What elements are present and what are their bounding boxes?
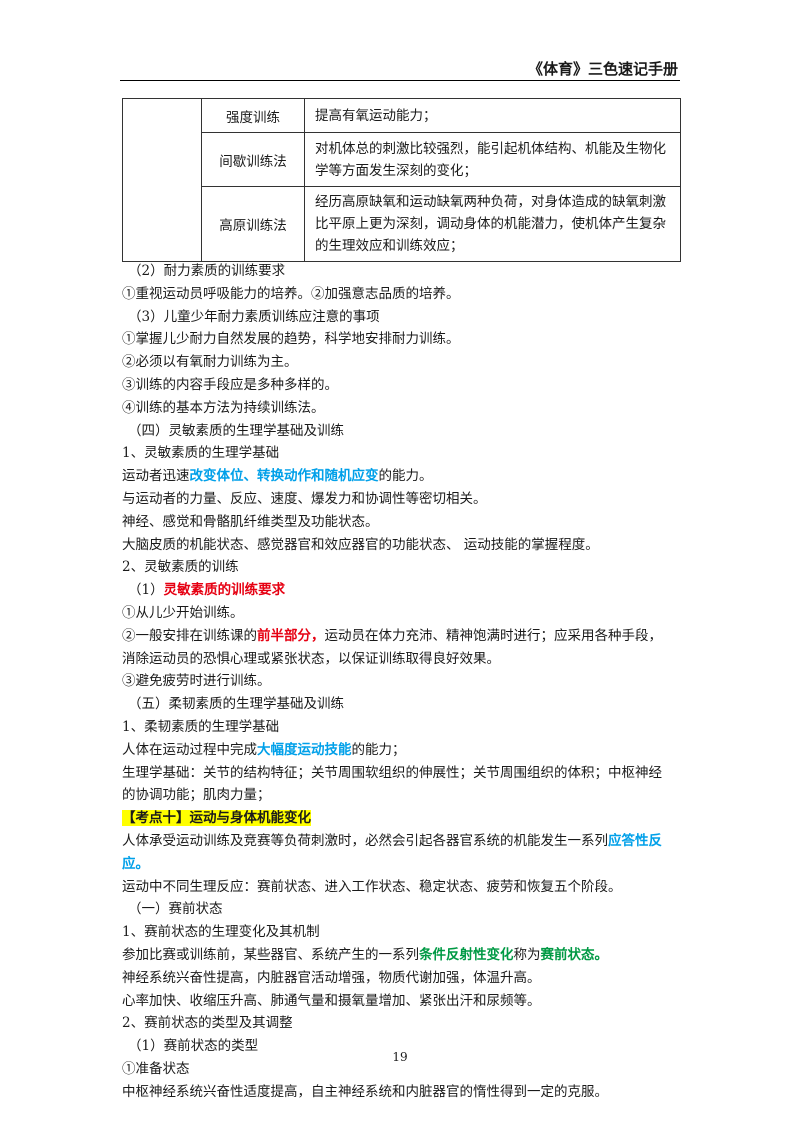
header-title: 《体育》三色速记手册	[527, 60, 678, 78]
paragraph: 与运动者的力量、反应、速度、爆发力和协调性等密切相关。	[122, 490, 487, 507]
subheading: （2）耐力素质的训练要求	[128, 263, 286, 279]
paragraph: 神经系统兴奋性提高，内脏器官活动增强，物质代谢加强，体温升高。	[122, 969, 541, 986]
subheading: 1、柔韧素质的生理学基础	[122, 718, 280, 735]
subheading: （3）儿童少年耐力素质训练应注意的事项	[128, 308, 380, 325]
subheading: 2、赛前状态的类型及其调整	[122, 1015, 293, 1032]
page-header: 《体育》三色速记手册	[120, 56, 680, 81]
paragraph: 大脑皮质的机能状态、感觉器官和效应器官的功能状态、 运动技能的掌握程度。	[122, 536, 599, 553]
highlight-red: 前半部分，	[257, 627, 325, 644]
section-heading: （四）灵敏素质的生理学基础及训练	[128, 422, 344, 439]
paragraph: 运动中不同生理反应：赛前状态、进入工作状态、稳定状态、疲劳和恢复五个阶段。	[122, 878, 622, 895]
subheading: 2、灵敏素质的训练	[122, 559, 239, 576]
method-cell: 高原训练法	[201, 186, 305, 262]
paragraph: ②一般安排在训练课的前半部分，运动员在体力充沛、精神饱满时进行；应采用各种手段，	[122, 627, 662, 644]
highlight-red: 灵敏素质的训练要求	[163, 582, 286, 599]
desc-cell: 提高有氧运动能力；	[304, 98, 681, 133]
paragraph: ③训练的内容手段应是多种多样的。	[122, 376, 338, 393]
page-number: 19	[392, 1050, 408, 1064]
method-cell: 强度训练	[201, 98, 305, 133]
paragraph: 的协调功能；肌肉力量；	[122, 787, 271, 804]
paragraph: 消除运动员的恐惧心理或紧张状态，以保证训练取得良好效果。	[122, 650, 500, 667]
paragraph: 心率加快、收缩压升高、肺通气量和摄氧量增加、紧张出汗和尿频等。	[122, 992, 541, 1009]
highlight-blue: 大幅度运动技能	[257, 741, 352, 758]
paragraph: ①准备状态	[122, 1060, 190, 1077]
paragraph: 应。	[122, 853, 682, 876]
paragraph: 生理学基础：关节的结构特征；关节周围软组织的伸展性；关节周围组织的体积；中枢神经	[122, 764, 662, 781]
key-point-heading: 【考点十】运动与身体机能变化	[122, 807, 682, 830]
subheading: （1）灵敏素质的训练要求	[128, 582, 286, 599]
subheading: （1）赛前状态的类型	[128, 1038, 259, 1055]
method-cell: 间歇训练法	[201, 132, 305, 187]
highlighted-heading: 【考点十】运动与身体机能变化	[122, 810, 311, 827]
training-methods-table: 强度训练 提高有氧运动能力； 间歇训练法 对机体总的刺激比较强烈，能引起机体结构…	[122, 98, 681, 262]
table-row: 高原训练法 经历高原缺氧和运动缺氧两种负荷，对身体造成的缺氧刺激比平原上更为深刻…	[123, 186, 681, 262]
paragraph: 人体在运动过程中完成大幅度运动技能的能力；	[122, 741, 406, 758]
paragraph: ②必须以有氧耐力训练为主。	[122, 354, 298, 371]
paragraph: ①掌握儿少耐力自然发展的趋势，科学地安排耐力训练。	[122, 331, 460, 348]
paragraph: 神经、感觉和骨骼肌纤维类型及功能状态。	[122, 513, 379, 530]
desc-cell: 对机体总的刺激比较强烈，能引起机体结构、机能及生物化学等方面发生深刻的变化；	[304, 132, 681, 187]
highlight-blue: 改变体位、转换动作和随机应变	[189, 468, 379, 485]
subheading: 1、灵敏素质的生理学基础	[122, 445, 280, 462]
highlight-blue: 应。	[122, 855, 149, 872]
paragraph: 参加比赛或训练前，某些器官、系统产生的一系列条件反射性变化称为赛前状态。	[122, 946, 609, 963]
paragraph: ④训练的基本方法为持续训练法。	[122, 399, 325, 416]
section-heading: （五）柔韧素质的生理学基础及训练	[128, 696, 344, 713]
paragraph: ③避免疲劳时进行训练。	[122, 673, 271, 690]
section-heading: （一）赛前状态	[128, 901, 223, 918]
merged-cell	[122, 98, 202, 262]
highlight-green: 赛前状态。	[540, 946, 609, 963]
paragraph: 中枢神经系统兴奋性适度提高，自主神经系统和内脏器官的惰性得到一定的克服。	[122, 1083, 608, 1100]
subheading: 1、赛前状态的生理变化及其机制	[122, 924, 320, 941]
table-row: 间歇训练法 对机体总的刺激比较强烈，能引起机体结构、机能及生物化学等方面发生深刻…	[123, 132, 681, 187]
paragraph: 运动者迅速改变体位、转换动作和随机应变的能力。	[122, 468, 433, 485]
highlight-green: 条件反射性变化	[419, 946, 514, 963]
paragraph: ①从儿少开始训练。	[122, 604, 244, 621]
desc-cell: 经历高原缺氧和运动缺氧两种负荷，对身体造成的缺氧刺激比平原上更为深刻，调动身体的…	[304, 186, 681, 262]
highlight-blue: 应答性反	[608, 832, 662, 849]
document-body: （2）耐力素质的训练要求 ①重视运动员呼吸能力的培养。②加强意志品质的培养。 （…	[122, 260, 682, 1103]
paragraph: 人体承受运动训练及竞赛等负荷刺激时，必然会引起各器官系统的机能发生一系列应答性反	[122, 832, 662, 849]
table-row: 强度训练 提高有氧运动能力；	[122, 98, 681, 262]
paragraph: ①重视运动员呼吸能力的培养。②加强意志品质的培养。	[122, 285, 460, 302]
